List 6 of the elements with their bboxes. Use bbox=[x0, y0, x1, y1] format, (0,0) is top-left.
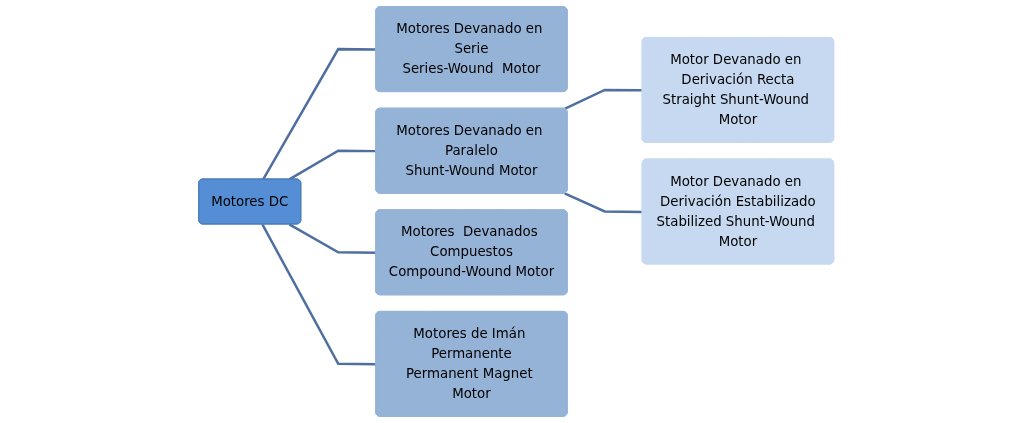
connector bbox=[289, 223, 377, 254]
connector bbox=[261, 223, 377, 366]
connector bbox=[289, 149, 377, 181]
connector bbox=[262, 47, 377, 181]
connector bbox=[564, 192, 643, 214]
connector bbox=[564, 88, 643, 110]
